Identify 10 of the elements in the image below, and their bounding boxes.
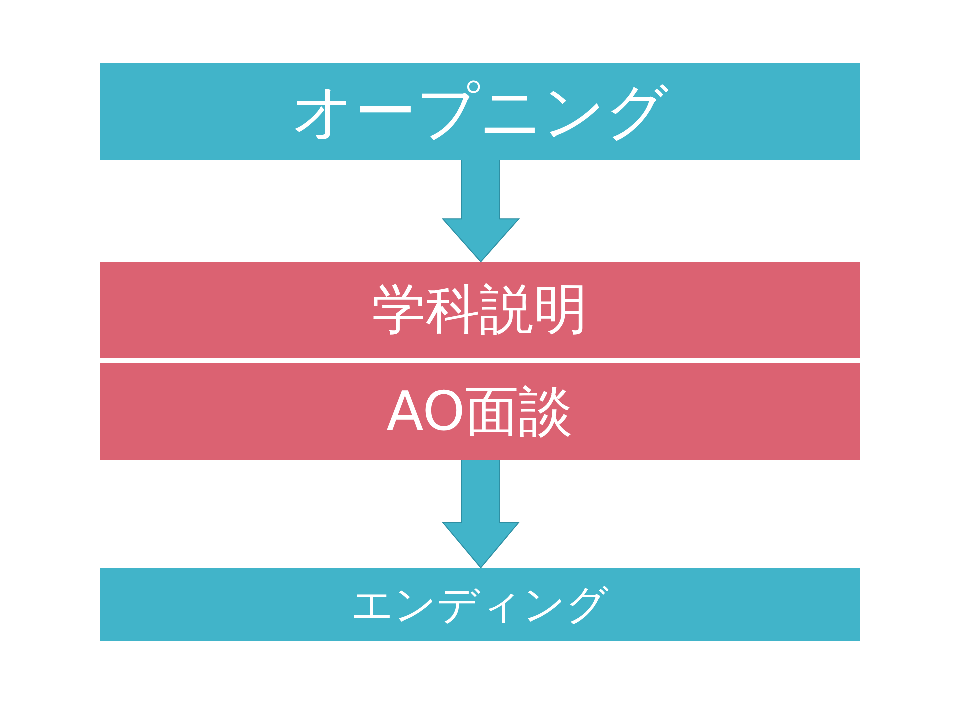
step-label: AO面談 xyxy=(386,384,574,438)
step-label: 学科説明 xyxy=(372,283,588,337)
block-arrow xyxy=(442,160,520,263)
block-arrow xyxy=(442,460,520,569)
step-box xyxy=(100,63,860,160)
step-box xyxy=(100,262,860,358)
step-label: オープニング xyxy=(292,80,668,142)
step-box xyxy=(100,363,860,460)
step-label: エンディング xyxy=(351,584,609,626)
step-box xyxy=(100,568,860,641)
